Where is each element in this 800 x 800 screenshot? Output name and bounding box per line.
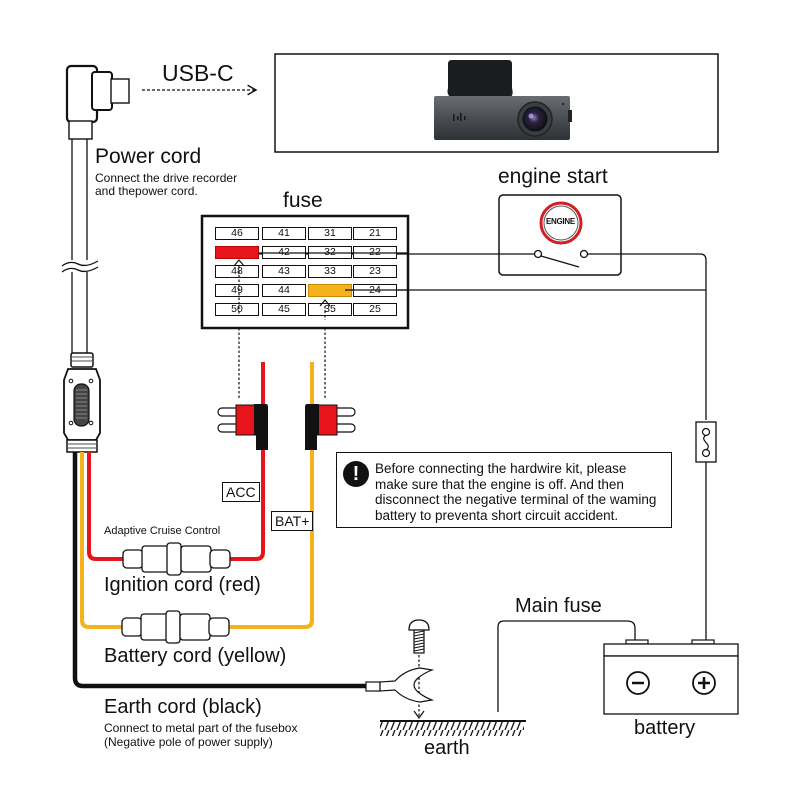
earth-cord-desc-2: (Negative pole of power supply) <box>104 735 273 749</box>
earth-cord-label: Earth cord (black) <box>104 696 262 718</box>
fuse-slot: 49 <box>215 284 259 297</box>
fuse-slot-acc-red <box>215 246 259 259</box>
fuse-slot: 44 <box>262 284 306 297</box>
inline-fuse-ignition <box>122 542 231 576</box>
engine-start-title: engine start <box>498 165 608 188</box>
warning-line: disconnect the negative terminal of the … <box>375 492 657 507</box>
ignition-cord-label: Ignition cord (red) <box>104 574 261 596</box>
bat-tag: BAT+ <box>271 511 314 531</box>
fuse-tap-acc <box>217 404 268 450</box>
warning-text: Before connecting the hardwire kit, plea… <box>375 461 656 523</box>
fuse-box-title: fuse <box>283 189 323 212</box>
earth-wire-black <box>72 452 378 689</box>
engine-switch <box>540 255 580 268</box>
fuse-slot: 41 <box>262 227 306 240</box>
power-cable <box>60 139 100 355</box>
power-cord-desc-1: Connect the drive recorder <box>95 171 238 185</box>
fuse-slot: 48 <box>215 265 259 278</box>
fuse-tap-bat <box>305 404 356 450</box>
fuse-slot: 22 <box>353 246 397 259</box>
acc-tag: ACC <box>222 482 260 502</box>
power-cord-title: Power cord <box>95 145 202 168</box>
car-battery <box>603 639 739 715</box>
warning-box: ! Before connecting the hardwire kit, pl… <box>336 452 672 528</box>
earth-ground-icon <box>380 720 526 736</box>
fuse-slot: 35 <box>308 303 352 316</box>
fuse-slot: 23 <box>353 265 397 278</box>
usb-c-plug <box>65 64 130 140</box>
fuse-slot: 24 <box>353 284 397 297</box>
engine-badge-text: ENGINE <box>546 217 575 226</box>
fuse-slot: 42 <box>262 246 306 259</box>
acc-caption: Adaptive Cruise Control <box>104 525 221 537</box>
usb-c-label: USB-C <box>162 60 234 86</box>
cable-connector <box>63 352 101 453</box>
ignition-wire-red-2 <box>228 362 265 561</box>
fuse-slot-bat-yellow <box>308 284 352 297</box>
battery-label: battery <box>634 717 696 739</box>
dashcam-image <box>434 60 572 140</box>
exclamation-icon: ! <box>343 461 369 487</box>
earth-cord-desc-1: Connect to metal part of the fusebox <box>104 721 298 735</box>
fuse-slot: 32 <box>308 246 352 259</box>
engine-button-icon <box>539 201 583 245</box>
main-fuse-label: Main fuse <box>515 595 602 617</box>
earth-label: earth <box>424 737 470 759</box>
screw-icon <box>408 619 430 654</box>
fuse-slot: 31 <box>308 227 352 240</box>
inline-fuse-battery <box>121 610 230 644</box>
fuse-slot: 46 <box>215 227 259 240</box>
fuse-slot: 43 <box>262 265 306 278</box>
battery-wire-yellow-2 <box>208 362 314 629</box>
battery-wire-yellow <box>80 452 122 629</box>
warning-line: Before connecting the hardwire kit, plea… <box>375 461 627 476</box>
fuse-slot: 21 <box>353 227 397 240</box>
battery-cord-label: Battery cord (yellow) <box>104 645 287 667</box>
fuse-slot: 50 <box>215 303 259 316</box>
warning-line: make sure that the engine is off. And th… <box>375 476 624 492</box>
warning-line: battery to preventa short circuit accide… <box>375 507 619 523</box>
fuse-slot: 33 <box>308 265 352 278</box>
fuse-slot: 45 <box>262 303 306 316</box>
ignition-wire-red <box>87 452 123 561</box>
ring-terminal-icon <box>365 667 435 703</box>
main-fuse-line <box>497 620 636 712</box>
fuse-slot: 25 <box>353 303 397 316</box>
power-cord-desc-2: and thepower cord. <box>95 184 198 198</box>
